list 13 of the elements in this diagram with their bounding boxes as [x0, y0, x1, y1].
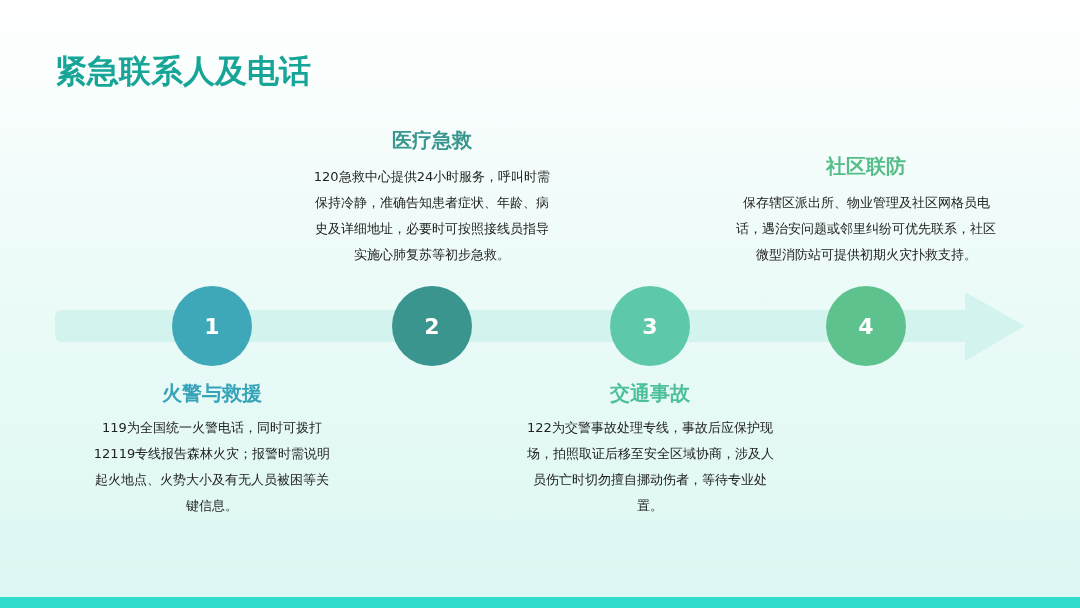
step-circle: 2 — [392, 286, 472, 366]
section-heading: 医疗急救 — [392, 127, 472, 154]
step-circle: 1 — [172, 286, 252, 366]
page-title: 紧急联系人及电话 — [55, 51, 311, 92]
section-heading: 交通事故 — [610, 380, 690, 407]
description-text: 120急救中心提供24小时服务，呼叫时需保持冷静，准确告知患者症状、年龄、病史及详细地址，必要时可按照接线员指导实施心肺复苏等初步急救。 — [312, 168, 552, 264]
step-circle: 4 — [826, 286, 906, 366]
description-text: 122为交警事故处理专线，事故后应保护现场，拍照取证后移至安全区域协商，涉及人员伤亡时切勿擅自挪动伤者，等待专业处置。 — [525, 419, 775, 515]
description-text: 119为全国统一火警电话，同时可拨打12119专线报告森林火灾；报警时需说明起火地点、火势大小及有无人员被困等关键信息。 — [92, 419, 332, 515]
step-circle: 3 — [610, 286, 690, 366]
section-heading: 火警与救援 — [162, 380, 262, 407]
section-heading: 社区联防 — [826, 153, 906, 180]
description-text: 保存辖区派出所、物业管理及社区网格员电话，遇治安问题或邻里纠纷可优先联系，社区微型消防站可提供初期火灾扑救支持。 — [735, 194, 997, 264]
